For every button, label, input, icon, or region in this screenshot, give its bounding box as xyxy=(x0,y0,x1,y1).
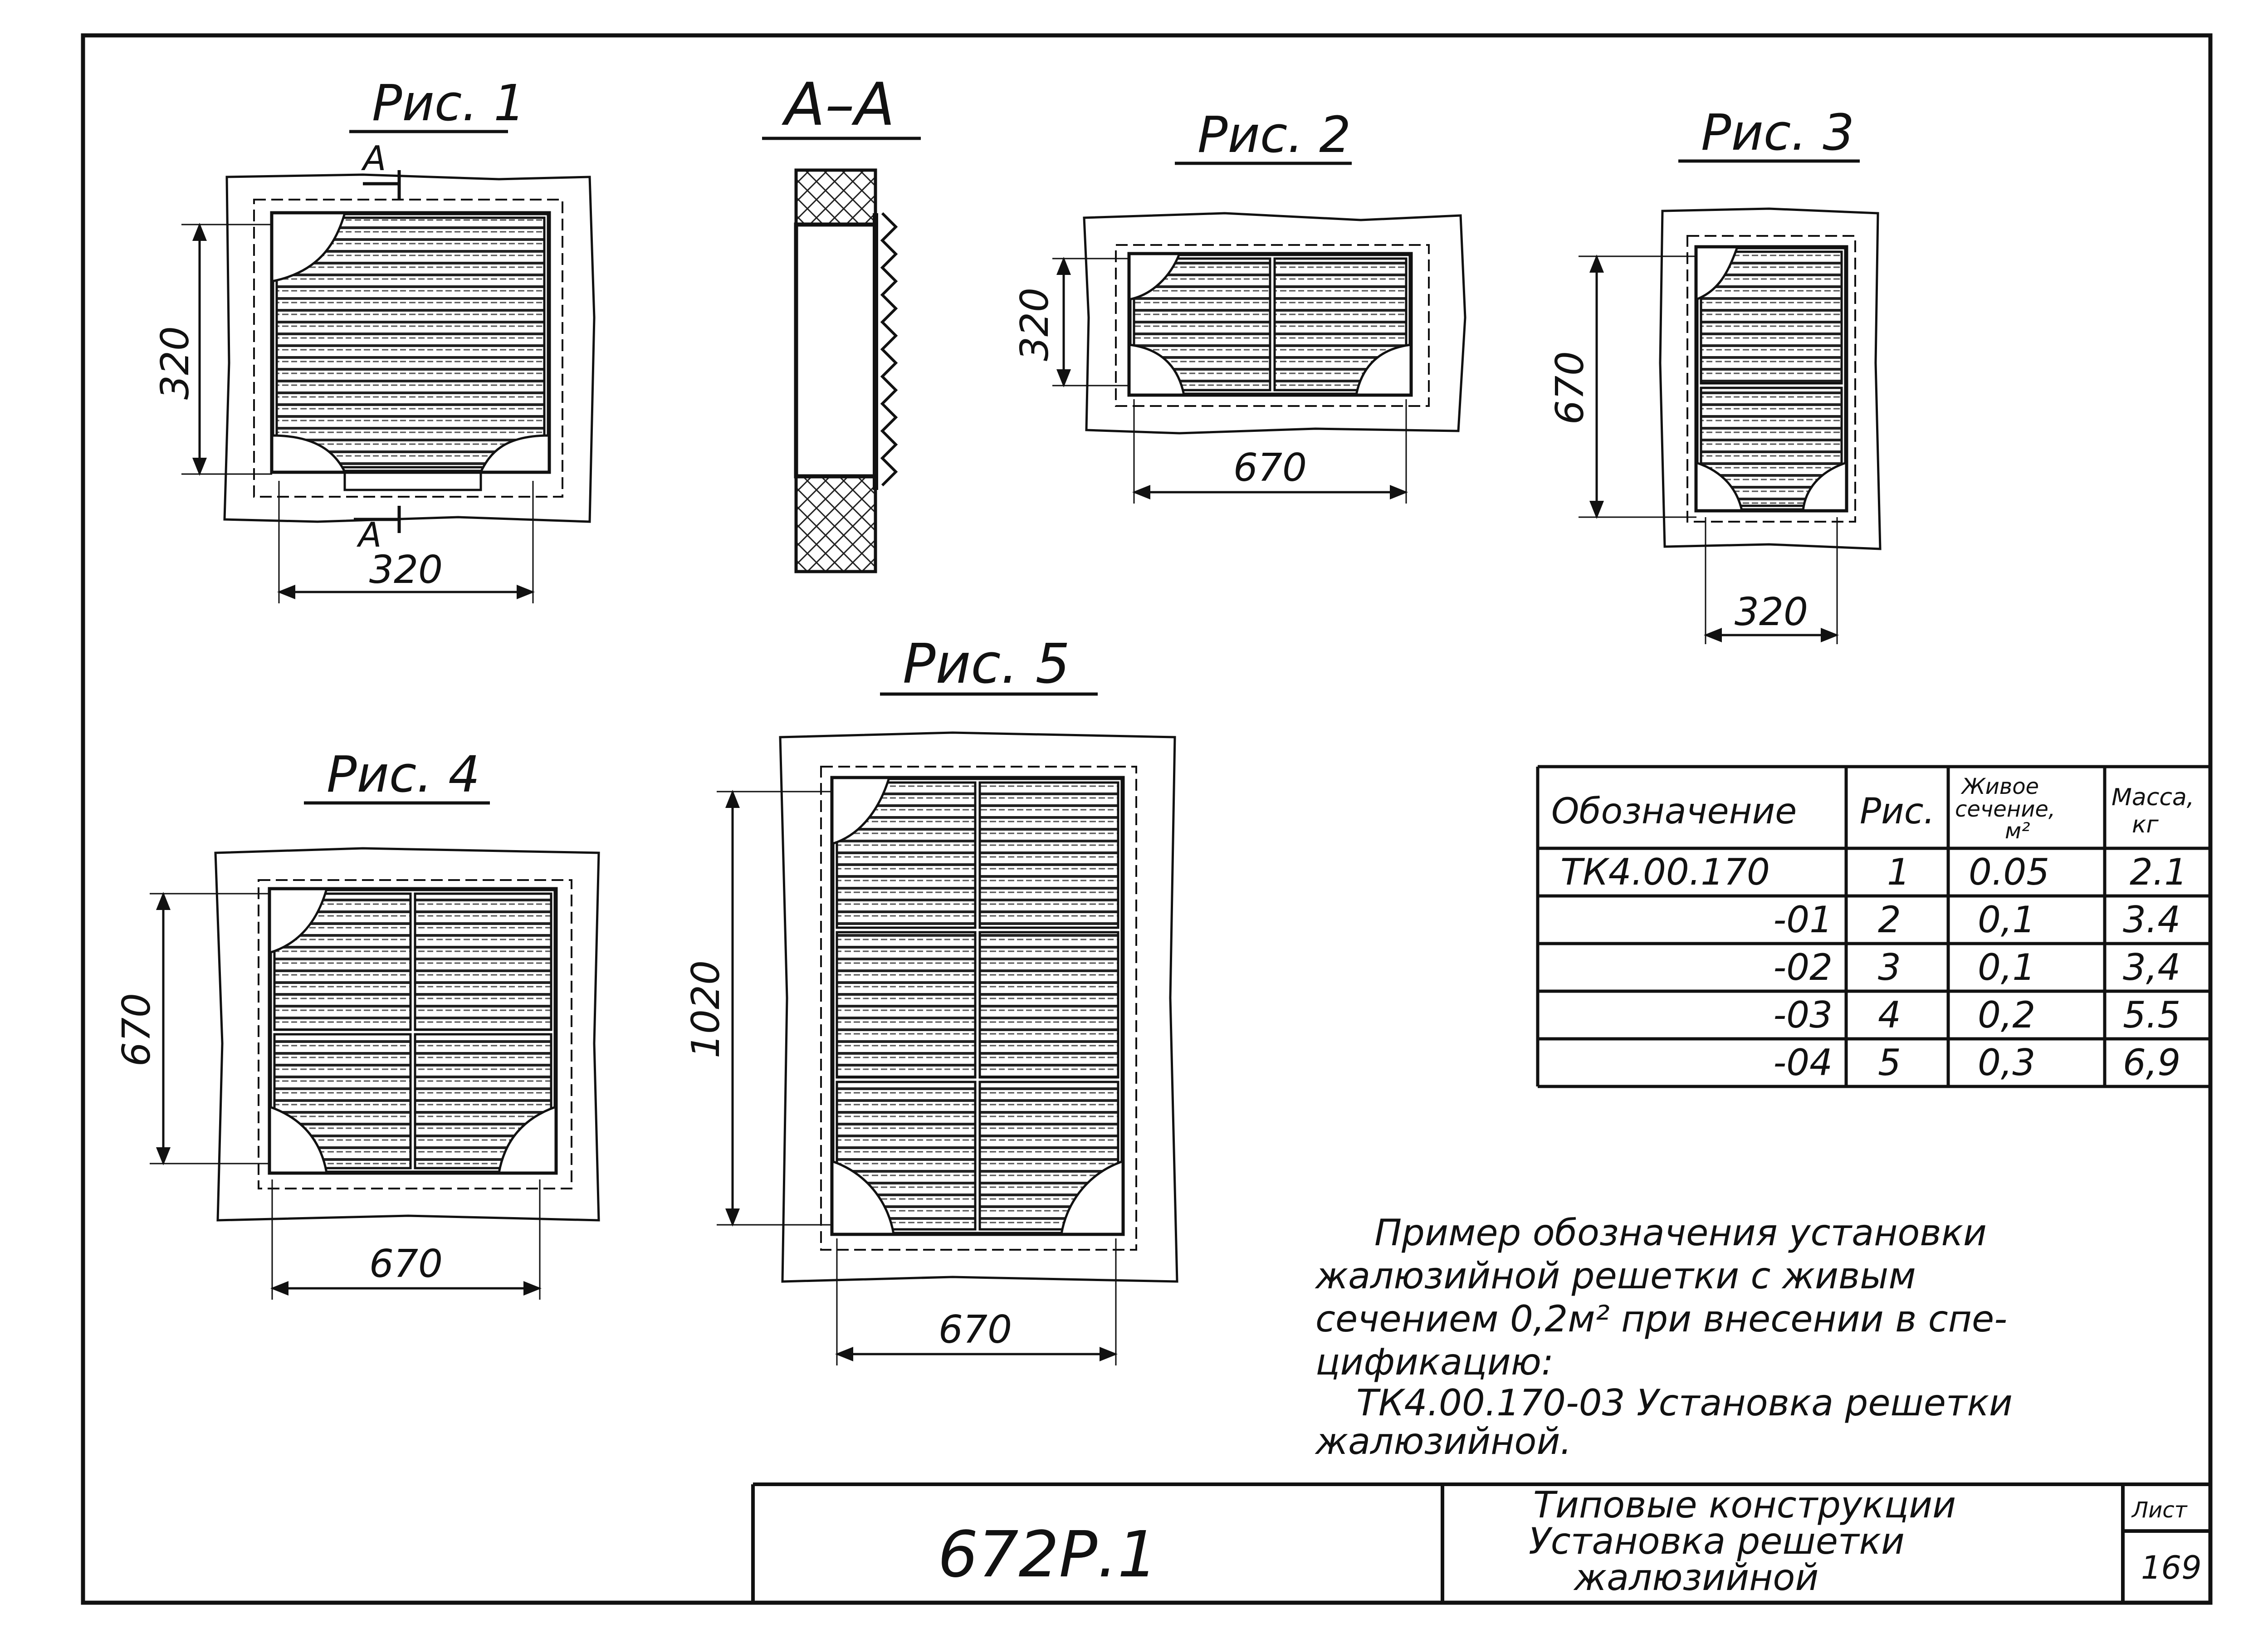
note-line: жалюзийной решетки с живым xyxy=(1315,1255,1916,1297)
spec-row-designation: ТК4.00.170 xyxy=(1560,851,1770,893)
fig2-wall-outline xyxy=(1083,212,1466,435)
fig4-title: Рис. 4 xyxy=(327,745,480,803)
spec-header-area-l2: сечение, xyxy=(1955,797,2055,822)
spec-row-fig: 5 xyxy=(1878,1042,1901,1084)
spec-header-area-l1: Живое xyxy=(1960,774,2039,799)
section-a-a: А–А xyxy=(762,70,921,573)
fig1-height-dim: 320 xyxy=(153,326,198,400)
fig1-cutaway-upper xyxy=(271,212,347,283)
fig1-title: Рис. 1 xyxy=(372,74,525,132)
fig1-section-cut-top xyxy=(363,170,401,200)
designation-note: Пример обозначения установки жалюзийной … xyxy=(1315,1212,2013,1463)
sheet-frame xyxy=(81,33,2213,1605)
note-line: жалюзийной. xyxy=(1315,1420,1572,1463)
section-title: А–А xyxy=(782,70,895,139)
fig1-section-mark-bottom: А xyxy=(357,515,381,555)
fig3-title: Рис. 3 xyxy=(1701,103,1854,161)
spec-header-mass-l1: Масса, xyxy=(2112,784,2194,811)
fig2-width-dim: 670 xyxy=(1233,445,1307,490)
fig4-height-dim: 670 xyxy=(114,993,159,1067)
section-wall-lower xyxy=(794,475,877,573)
section-louvre-teeth xyxy=(880,212,898,487)
spec-header-designation: Обозначение xyxy=(1551,791,1797,832)
note-line: цификацию: xyxy=(1315,1341,1554,1383)
fig3-width-dim: 320 xyxy=(1735,590,1808,635)
note-line: ТК4.00.170-03 Установка решетки xyxy=(1356,1382,2013,1424)
spec-row-mass: 3,4 xyxy=(2123,946,2180,988)
figure-2: Рис. 2 320 670 xyxy=(1012,106,1466,504)
spec-row-fig: 2 xyxy=(1878,899,1901,941)
spec-row-area: 0,3 xyxy=(1978,1042,2035,1084)
drawing-title-line: Установка решетки xyxy=(1529,1520,1905,1562)
spec-row-mass: 5.5 xyxy=(2123,994,2180,1036)
fig1-section-cut-bottom xyxy=(354,506,401,533)
fig5-opening xyxy=(820,766,1137,1251)
title-block-grid xyxy=(751,1482,2211,1603)
fig3-height-dim: 670 xyxy=(1548,351,1593,425)
spec-row-mass: 6,9 xyxy=(2123,1042,2180,1084)
spec-table: Обозначение Рис. Живое сечение, м² Масса… xyxy=(1536,765,2211,1088)
fig4-frame xyxy=(268,887,558,1175)
fig5-wall-outline xyxy=(779,731,1178,1283)
spec-header-fig: Рис. xyxy=(1860,791,1935,832)
fig3-wall-outline xyxy=(1659,207,1882,550)
figure-5: Рис. 5 1020 670 xyxy=(684,633,1178,1365)
spec-header-area-l3: м² xyxy=(2005,818,2030,844)
fig2-title: Рис. 2 xyxy=(1198,106,1351,164)
title-block: 672Р.1 Типовые конструкции Установка реш… xyxy=(751,1482,2211,1603)
section-wall-upper xyxy=(794,168,877,226)
fig3-opening xyxy=(1686,235,1856,523)
spec-header-mass-l2: кг xyxy=(2132,811,2159,838)
fig5-height-dim: 1020 xyxy=(684,960,728,1058)
spec-row-fig: 3 xyxy=(1878,946,1901,988)
figure-1: Рис. 1 320 320 А А xyxy=(153,74,596,603)
sheet-label: Лист xyxy=(2131,1497,2188,1523)
spec-row-designation: -03 xyxy=(1773,994,1833,1036)
spec-row-area: 0,1 xyxy=(1978,899,2035,941)
figure-3: Рис. 3 670 320 xyxy=(1548,103,1882,644)
spec-row-mass: 3.4 xyxy=(2123,899,2180,941)
fig1-section-mark-top: А xyxy=(361,138,386,178)
spec-row-fig: 4 xyxy=(1878,994,1901,1036)
spec-row-area: 0.05 xyxy=(1969,851,2049,893)
note-line: Пример обозначения установки xyxy=(1374,1212,1987,1254)
spec-row-area: 0,1 xyxy=(1978,946,2035,988)
spec-row-designation: -02 xyxy=(1773,946,1833,988)
fig4-width-dim: 670 xyxy=(369,1242,443,1287)
fig1-width-dim: 320 xyxy=(369,548,443,592)
drawing-title-line: жалюзийной xyxy=(1573,1556,1818,1599)
spec-row-designation: -04 xyxy=(1773,1042,1833,1084)
spec-row-designation: -01 xyxy=(1773,899,1833,941)
spec-row-fig: 1 xyxy=(1887,851,1910,893)
fig5-frame xyxy=(830,776,1125,1236)
fig4-wall-outline xyxy=(214,847,600,1222)
spec-table-grid xyxy=(1536,765,2211,1088)
section-box xyxy=(794,222,878,479)
fig1-wall-outline xyxy=(223,173,596,523)
sheet-number: 169 xyxy=(2141,1549,2202,1586)
fig1-opening xyxy=(253,199,563,498)
note-line: сечением 0,2м² при внесении в спе- xyxy=(1315,1298,2007,1340)
fig1-louvre-panel xyxy=(275,216,546,469)
fig2-frame xyxy=(1127,252,1413,397)
drawing-code: 672Р.1 xyxy=(938,1518,1158,1592)
fig2-height-dim: 320 xyxy=(1012,288,1057,361)
fig5-title: Рис. 5 xyxy=(903,633,1070,696)
fig4-opening xyxy=(258,879,572,1189)
spec-row-mass: 2.1 xyxy=(2130,851,2187,893)
drawing-title-line: Типовые конструкции xyxy=(1533,1484,1956,1526)
fig3-frame xyxy=(1694,245,1848,513)
fig5-width-dim: 670 xyxy=(938,1307,1012,1352)
fig2-opening xyxy=(1115,244,1430,407)
fig1-bottom-tray xyxy=(343,470,482,491)
spec-row-area: 0,2 xyxy=(1978,994,2035,1036)
figure-4: Рис. 4 670 670 xyxy=(114,745,600,1300)
